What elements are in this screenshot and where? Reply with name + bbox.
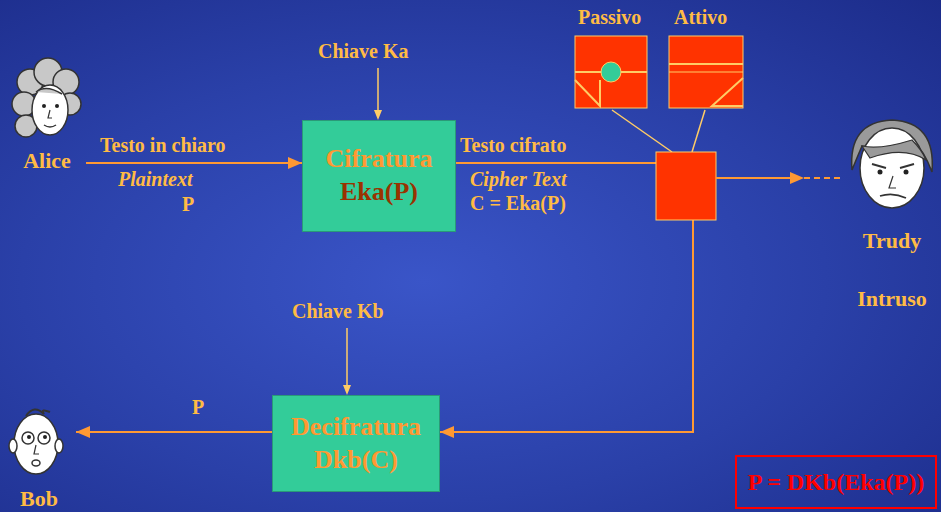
bob-figure — [9, 409, 63, 474]
edge-label: Testo cifrato — [460, 134, 566, 156]
attack-label: Attivo — [674, 6, 727, 28]
passive-attack-icon — [575, 36, 647, 108]
node-title: Cifratura — [326, 145, 433, 174]
edge-label: P — [192, 396, 204, 418]
edge-label: Testo in chiaro — [100, 134, 226, 156]
node-subtitle: Intruso — [857, 288, 927, 310]
symbol-label: P — [182, 193, 194, 215]
node-title: Bob — [20, 488, 58, 510]
process-box: CifraturaEka(P) — [302, 120, 456, 232]
intercept-box — [656, 152, 716, 220]
flow-arrow — [440, 163, 693, 438]
attack-label: Passivo — [578, 6, 641, 28]
trudy-figure — [852, 120, 933, 208]
key-label: Chiave Kb — [292, 300, 384, 322]
person-figure: Bob — [2, 398, 76, 510]
flow-arrow — [86, 157, 302, 169]
active-attack-icon — [669, 36, 743, 108]
alice-figure — [12, 58, 81, 137]
node-title: Alice — [23, 150, 71, 172]
translation-label: Cipher Text — [470, 168, 567, 190]
formula-label: C = Eka(P) — [470, 192, 566, 214]
key-arrow — [343, 328, 351, 395]
leader-line — [692, 110, 705, 152]
intruder-link — [716, 172, 842, 184]
node-title: P = DKb(Eka(P)) — [748, 469, 924, 495]
node-title: Decifratura — [291, 413, 421, 442]
person-figure: Alice — [8, 58, 86, 174]
leader-line — [612, 110, 672, 152]
node-subtitle: Dkb(C) — [314, 446, 398, 475]
node-subtitle: Eka(P) — [340, 178, 418, 207]
process-box: DecifraturaDkb(C) — [272, 395, 440, 492]
flow-arrow — [76, 426, 272, 438]
key-arrow — [374, 68, 382, 120]
translation-label: Plaintext — [118, 168, 192, 190]
key-label: Chiave Ka — [318, 40, 409, 62]
node-title: Trudy — [863, 230, 921, 252]
person-figure: TrudyIntruso — [845, 118, 939, 312]
formula-box: P = DKb(Eka(P)) — [735, 455, 937, 509]
